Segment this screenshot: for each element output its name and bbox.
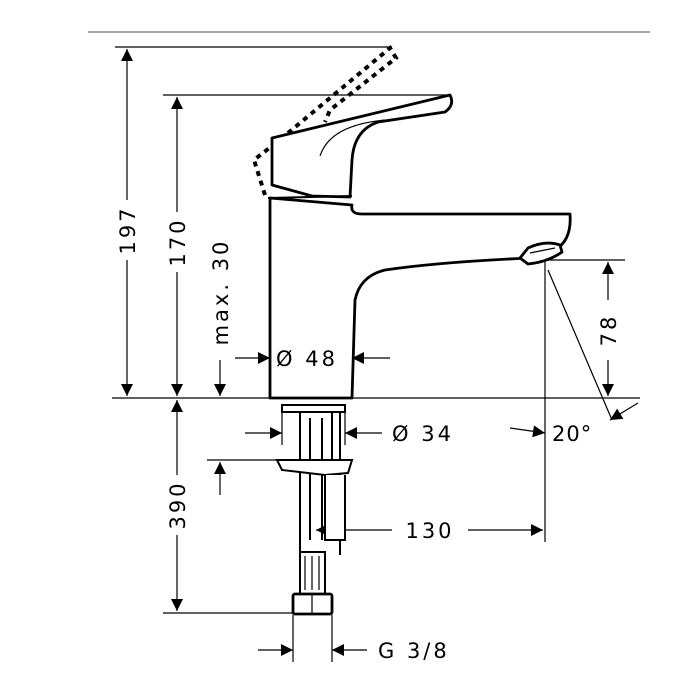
faucet bbox=[251, 44, 572, 616]
lever-raised-outline bbox=[251, 44, 399, 196]
dimension-g-3-8: G 3/8 bbox=[258, 639, 450, 663]
dimension-diameter-48: Ø 48 bbox=[235, 347, 390, 371]
dimension-78: 78 bbox=[596, 262, 621, 396]
lever-handle bbox=[270, 93, 454, 199]
label-diameter-34: Ø 34 bbox=[392, 422, 454, 446]
base-plate bbox=[281, 404, 346, 413]
extension-lines bbox=[112, 46, 640, 662]
label-130: 130 bbox=[405, 519, 454, 543]
label-78: 78 bbox=[597, 314, 621, 347]
label-390: 390 bbox=[166, 480, 190, 529]
dimension-20-degrees: 20° bbox=[509, 402, 639, 446]
label-20-degrees: 20° bbox=[552, 422, 592, 446]
dimension-diameter-34: Ø 34 bbox=[245, 422, 454, 446]
fixing-nut bbox=[275, 459, 354, 477]
label-197: 197 bbox=[116, 205, 140, 254]
label-170: 170 bbox=[166, 217, 190, 266]
label-max-30: max. 30 bbox=[209, 239, 233, 346]
label-diameter-48: Ø 48 bbox=[276, 347, 338, 371]
dimension-max-30: max. 30 bbox=[209, 239, 233, 495]
dimension-170: 170 bbox=[165, 97, 190, 396]
dimension-390: 390 bbox=[165, 400, 190, 611]
dimension-130: 130 bbox=[316, 519, 543, 543]
dimension-197: 197 bbox=[115, 49, 140, 396]
spout bbox=[268, 196, 572, 400]
label-g-3-8: G 3/8 bbox=[378, 639, 450, 663]
